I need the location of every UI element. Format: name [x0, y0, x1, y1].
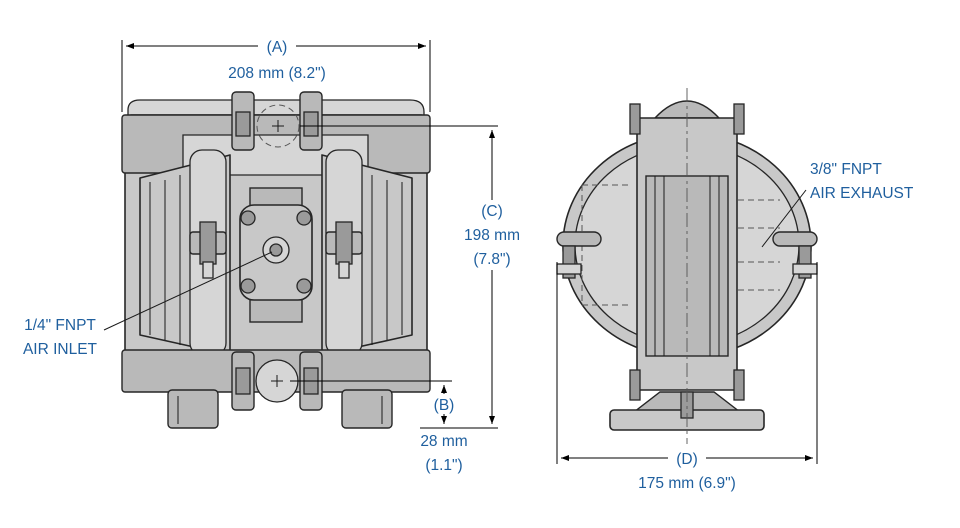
- top-right-clamp: [299, 91, 323, 151]
- dimension-c: (C) 198 mm (7.8"): [300, 125, 521, 429]
- left-band-bolt: [556, 231, 602, 279]
- air-inlet-label: AIR INLET: [23, 341, 98, 358]
- air-exhaust-label: AIR EXHAUST: [810, 185, 914, 202]
- dimension-b-letter: (B): [434, 397, 455, 414]
- air-exhaust-size: 3/8" FNPT: [810, 161, 882, 178]
- air-exhaust-callout: 3/8" FNPT AIR EXHAUST: [761, 161, 914, 248]
- dimension-d-letter: (D): [676, 451, 698, 468]
- air-inlet-size: 1/4" FNPT: [24, 317, 96, 334]
- side-view-pump: [556, 88, 818, 444]
- dimension-b-value-in: (1.1"): [425, 457, 462, 474]
- dimension-d-value: 175 mm (6.9"): [638, 475, 736, 492]
- dimension-b: (B) 28 mm (1.1"): [290, 380, 468, 474]
- right-clamp-bolt: [325, 221, 363, 279]
- air-inlet-callout: 1/4" FNPT AIR INLET: [23, 251, 273, 358]
- dimension-a-letter: (A): [267, 39, 288, 56]
- right-band-bolt: [772, 231, 818, 279]
- bottom-left-clamp: [231, 351, 255, 411]
- dimension-b-value-mm: 28 mm: [420, 433, 467, 450]
- left-clamp-bolt: [189, 221, 227, 279]
- top-left-clamp: [231, 91, 255, 151]
- dimension-c-value-mm: 198 mm: [464, 227, 520, 244]
- dimension-c-letter: (C): [481, 203, 503, 220]
- dimension-c-value-in: (7.8"): [473, 251, 510, 268]
- dimension-a: (A) 208 mm (8.2"): [121, 36, 431, 112]
- front-view-pump: [121, 91, 431, 429]
- dimension-a-value: 208 mm (8.2"): [228, 65, 326, 82]
- dimension-d: (D) 175 mm (6.9"): [556, 262, 818, 492]
